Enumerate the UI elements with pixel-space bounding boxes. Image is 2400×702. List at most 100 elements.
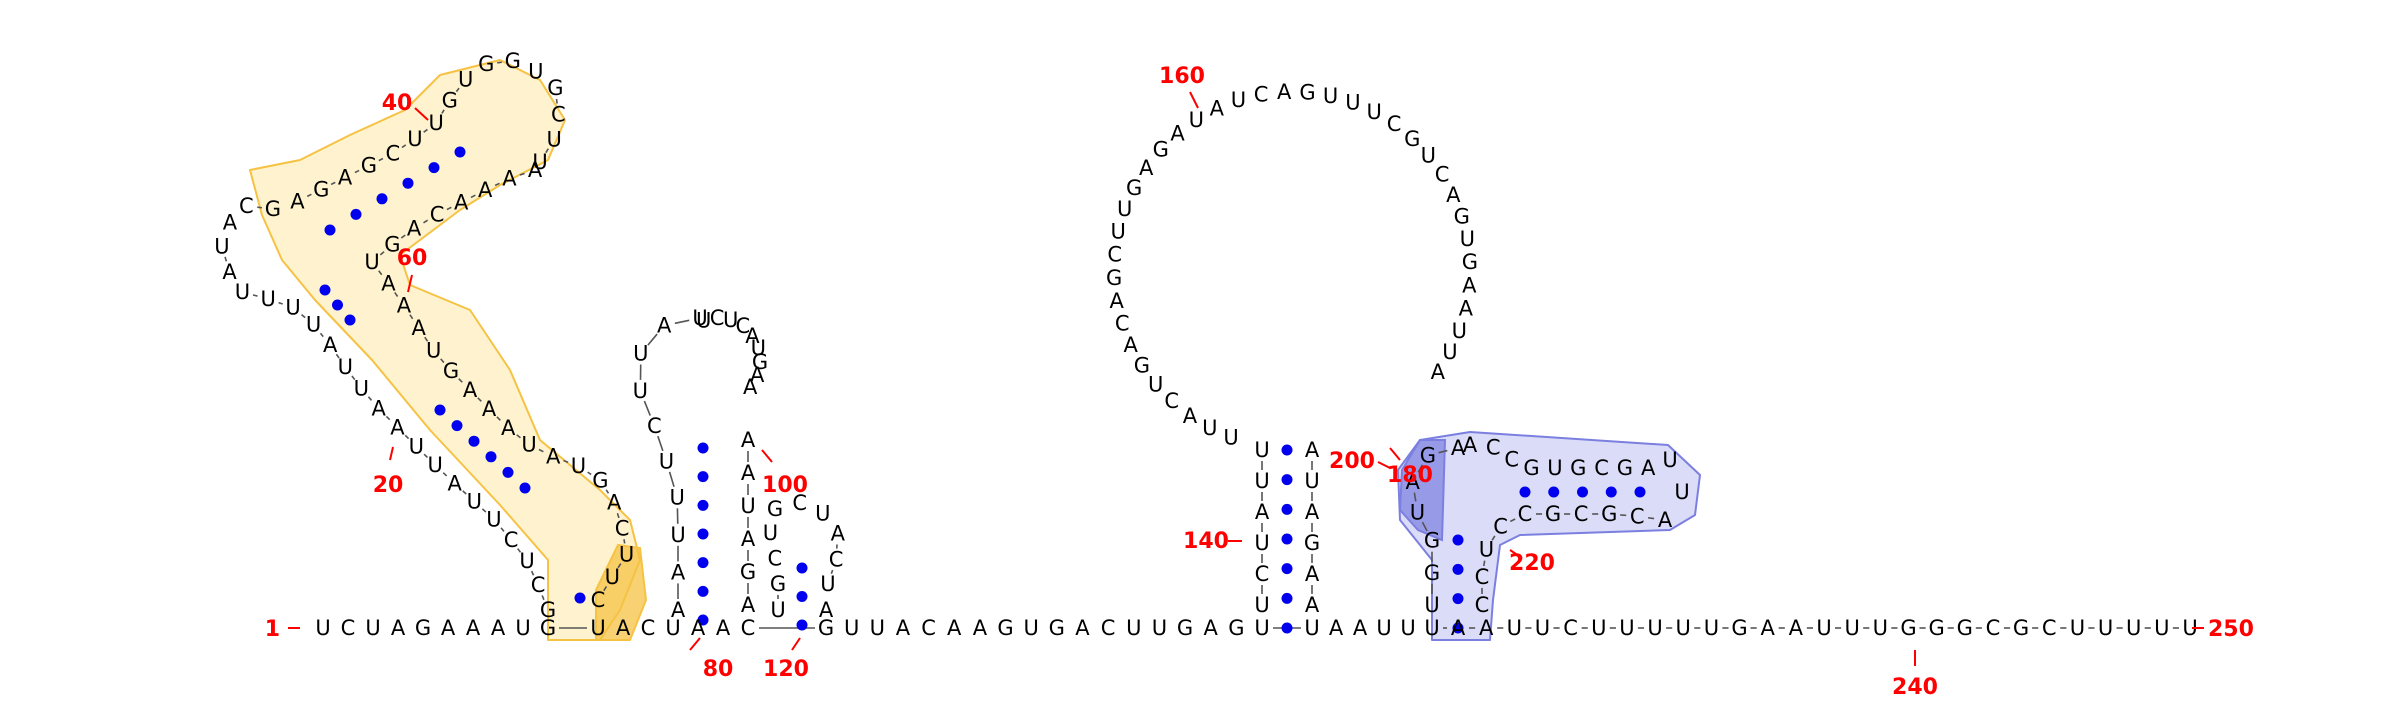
index-label: 240 bbox=[1892, 675, 1938, 700]
nucleotide-hairpin4: A bbox=[1110, 289, 1125, 313]
base-pair-dot bbox=[344, 314, 356, 326]
index-tick bbox=[389, 446, 394, 461]
nucleotide-hairpin5: G bbox=[1420, 443, 1436, 467]
nucleotide-5prime: A bbox=[391, 616, 406, 640]
backbone-link bbox=[519, 172, 525, 176]
backbone-link bbox=[1417, 464, 1424, 473]
nucleotide-hairpin5: U bbox=[1547, 456, 1562, 480]
nucleotide-hairpin4: U bbox=[1254, 593, 1269, 617]
nucleotide-hairpin1: A bbox=[546, 445, 561, 469]
nucleotide-hairpin3: G bbox=[770, 572, 786, 596]
index-label: 160 bbox=[1159, 64, 1205, 89]
nucleotide-hairpin1: U bbox=[605, 565, 620, 589]
index-label: 40 bbox=[382, 91, 413, 116]
nucleotide-base: G bbox=[1228, 616, 1244, 640]
nucleotide-3prime: A bbox=[1479, 616, 1494, 640]
nucleotide-hairpin1: U bbox=[407, 127, 422, 151]
index-tick bbox=[1189, 91, 1199, 109]
nucleotide-hairpin4: C bbox=[1255, 562, 1270, 586]
backbone-link bbox=[446, 206, 452, 211]
nucleotide-hairpin2: A bbox=[750, 363, 765, 387]
nucleotide-hairpin1: U bbox=[426, 338, 441, 362]
nucleotide-hairpin4: U bbox=[1442, 340, 1457, 364]
nucleotide-hairpin4: A bbox=[1210, 97, 1225, 121]
nucleotide-hairpin4: A bbox=[1459, 297, 1474, 321]
nucleotide-hairpin2: C bbox=[647, 414, 662, 438]
base-pair-dot bbox=[376, 193, 388, 205]
backbone-link bbox=[657, 435, 664, 452]
nucleotide-5prime: C bbox=[341, 616, 356, 640]
nucleotide-hairpin5: C bbox=[1504, 448, 1519, 472]
nucleotide-hairpin1: U bbox=[354, 376, 369, 400]
nucleotide-hairpin1: G bbox=[592, 468, 608, 492]
nucleotide-hairpin1: G bbox=[478, 52, 494, 76]
nucleotide-hairpin4: A bbox=[1277, 80, 1292, 104]
backbone-link bbox=[647, 333, 658, 346]
backbone-link bbox=[1509, 518, 1516, 523]
nucleotide-hairpin1: G bbox=[361, 154, 377, 178]
nucleotide-hairpin4: G bbox=[1134, 354, 1150, 378]
backbone-link bbox=[555, 98, 558, 104]
nucleotide-3prime: A bbox=[1789, 616, 1804, 640]
backbone-link bbox=[378, 270, 383, 276]
backbone-link bbox=[1421, 521, 1428, 532]
nucleotide-hairpin5: G bbox=[1424, 561, 1440, 585]
nucleotide-hairpin5: C bbox=[1594, 456, 1609, 480]
backbone-link bbox=[385, 415, 391, 421]
nucleotide-hairpin1: U bbox=[486, 507, 501, 531]
base-pair-dot bbox=[519, 482, 531, 494]
nucleotide-hairpin2: A bbox=[657, 314, 672, 338]
nucleotide-base: G bbox=[818, 616, 834, 640]
nucleotide-base: C bbox=[1101, 616, 1116, 640]
nucleotide-hairpin1: A bbox=[463, 378, 478, 402]
nucleotide-base: A bbox=[716, 616, 731, 640]
nucleotide-base: A bbox=[616, 616, 631, 640]
nucleotide-hairpin2: G bbox=[752, 350, 768, 374]
backbone-link bbox=[400, 234, 406, 239]
nucleotide-hairpin1: G bbox=[443, 359, 459, 383]
base-pair-dot bbox=[574, 592, 586, 604]
index-label: 60 bbox=[397, 246, 428, 271]
nucleotide-base: A bbox=[973, 616, 988, 640]
nucleotide-hairpin4: G bbox=[1454, 204, 1470, 228]
nucleotide-hairpin1: C bbox=[504, 528, 519, 552]
nucleotide-hairpin4: U bbox=[1345, 91, 1360, 115]
nucleotide-hairpin4: U bbox=[1367, 100, 1382, 124]
nucleotide-hairpin1: A bbox=[323, 333, 338, 357]
nucleotide-hairpin1: U bbox=[214, 234, 229, 258]
backbone-link bbox=[278, 301, 283, 305]
nucleotide-base: A bbox=[1075, 616, 1090, 640]
base-pair-dot bbox=[350, 208, 362, 220]
base-pair-dot bbox=[1281, 563, 1293, 575]
index-label: 140 bbox=[1183, 529, 1229, 554]
nucleotide-hairpin1: C bbox=[385, 142, 400, 166]
base-pair-dot bbox=[1452, 593, 1464, 605]
nucleotide-base: U bbox=[1304, 616, 1319, 640]
nucleotide-base: A bbox=[1204, 616, 1219, 640]
base-pair-dot bbox=[697, 528, 709, 540]
nucleotide-hairpin5: A bbox=[1641, 456, 1656, 480]
backbone-link bbox=[470, 194, 476, 199]
nucleotide-hairpin5: C bbox=[1493, 514, 1508, 538]
nucleotide-hairpin1: G bbox=[540, 598, 556, 622]
nucleotide-hairpin4: A bbox=[1446, 183, 1461, 207]
nucleotide-hairpin1: G bbox=[313, 177, 329, 201]
nucleotide-hairpin5: G bbox=[1523, 456, 1539, 480]
base-pair-dot bbox=[1281, 444, 1293, 456]
backbone-link bbox=[401, 144, 407, 149]
nucleotide-hairpin1: U bbox=[429, 111, 444, 135]
nucleotide-hairpin1: G bbox=[265, 197, 281, 221]
backbone-link bbox=[496, 416, 501, 421]
nucleotide-hairpin2: A bbox=[671, 598, 686, 622]
nucleotide-hairpin5: C bbox=[1518, 502, 1533, 526]
base-pair-dot bbox=[1548, 486, 1560, 498]
nucleotide-hairpin1: U bbox=[571, 454, 586, 478]
backbone-link bbox=[379, 251, 385, 256]
base-pair-dot bbox=[434, 404, 446, 416]
nucleotide-3prime: U bbox=[1507, 616, 1522, 640]
nucleotide-hairpin2: C bbox=[735, 314, 750, 338]
nucleotide-hairpin1: U bbox=[428, 453, 443, 477]
nucleotide-hairpin5: U bbox=[1662, 448, 1677, 472]
index-label: 80 bbox=[703, 657, 734, 682]
